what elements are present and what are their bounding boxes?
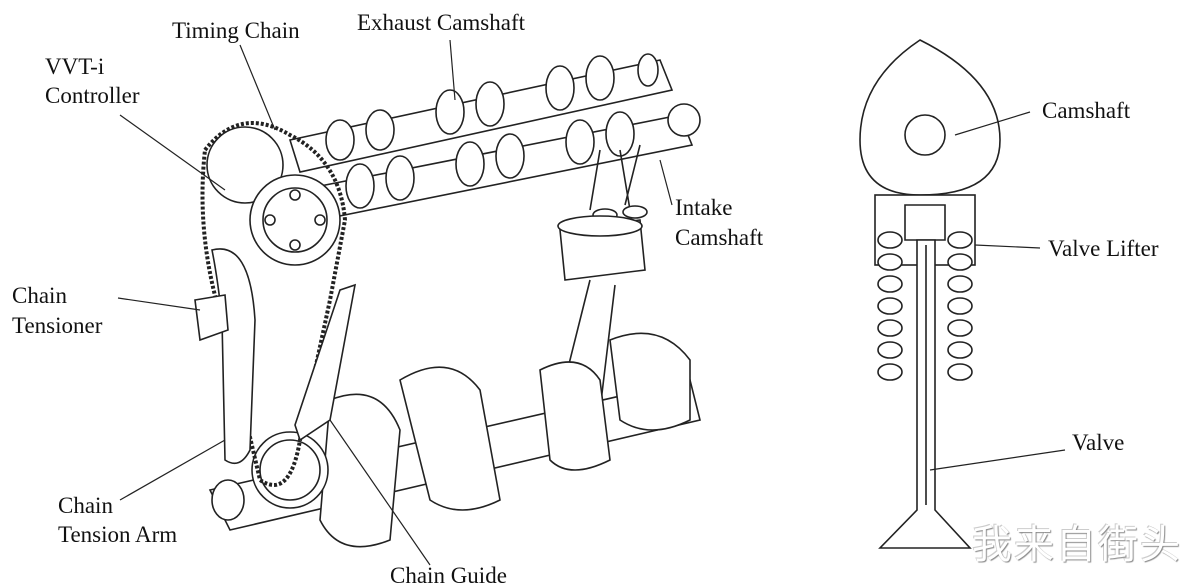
exhaust-camshaft-drawing — [288, 53, 674, 173]
watermark: 我来自街头 — [972, 522, 1182, 568]
label-tension-arm-line1: Chain — [58, 493, 113, 518]
label-intake-line1: Intake — [675, 195, 733, 220]
cam-valve-drawing — [859, 39, 1001, 549]
intake-camshaft-drawing — [298, 103, 701, 223]
label-timing-chain: Timing Chain — [172, 18, 300, 43]
label-intake-line2: Camshaft — [675, 225, 764, 250]
label-vvti-line2: Controller — [45, 83, 140, 108]
label-exhaust-camshaft: Exhaust Camshaft — [357, 10, 525, 35]
label-tensioner-line2: Tensioner — [12, 313, 103, 338]
leader-lines — [117, 39, 1066, 566]
chain-guide-drawing — [294, 283, 357, 442]
crankshaft-drawing — [208, 332, 701, 548]
label-valve-lifter: Valve Lifter — [1048, 236, 1159, 261]
tension-arm-drawing — [194, 248, 256, 465]
piston-valves-drawing — [557, 144, 648, 411]
label-tension-arm-line2: Tension Arm — [58, 522, 178, 547]
label-tensioner-line1: Chain — [12, 283, 67, 308]
label-camshaft: Camshaft — [1042, 98, 1131, 123]
label-valve: Valve — [1072, 430, 1125, 455]
label-chain-guide: Chain Guide — [390, 563, 507, 585]
label-vvti-line1: VVT-i — [45, 54, 105, 79]
